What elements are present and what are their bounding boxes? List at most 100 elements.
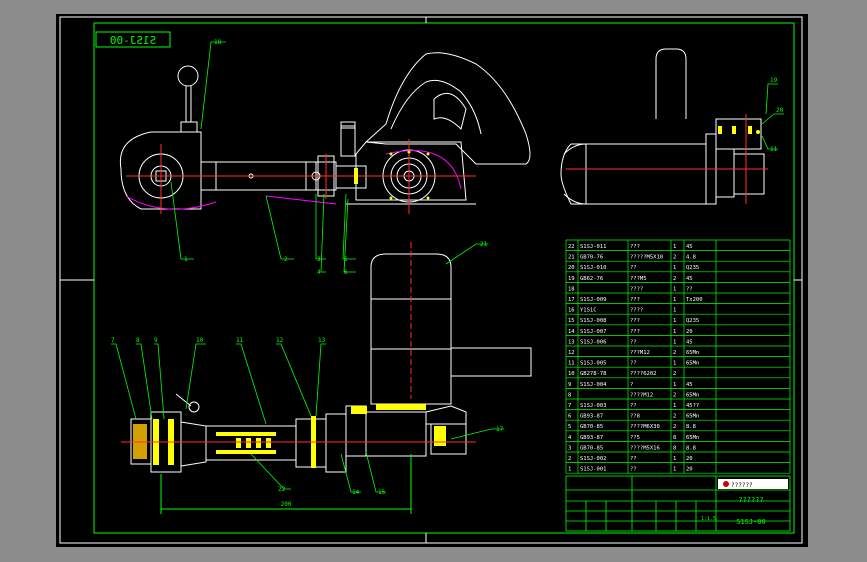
callout-18: 18 (214, 39, 222, 46)
callout-17: 17 (496, 426, 504, 433)
bom-cell-mat: Q235 (686, 318, 699, 324)
bom-cell-no: 6 (568, 414, 571, 420)
bom-cell-name: ??8 (630, 414, 640, 420)
bom-cell-name: ??5 (630, 435, 640, 441)
callout-8: 8 (136, 337, 140, 344)
bom-row: 20 S1SJ-010?? 1 Q235 (568, 265, 699, 271)
bom-cell-code: GB70-76 (580, 255, 603, 261)
bom-cell-name: ?? (630, 265, 637, 271)
bom-cell-qty: 8 (673, 435, 676, 441)
bom-cell-no: 17 (568, 297, 575, 303)
callout-11: 11 (236, 337, 244, 344)
bom-cell-name: ??? (630, 244, 640, 250)
bom-cell-mat: 45 (686, 276, 693, 282)
bom-cell-name: ???? (630, 308, 643, 314)
bom-cell-code: S1SJ-010 (580, 265, 607, 271)
cad-viewport[interactable]: S1SJ-00 (56, 14, 808, 547)
bom-cell-no: 16 (568, 308, 575, 314)
bom-cell-mat: 45 (686, 244, 693, 250)
callout-4: 4 (317, 269, 321, 276)
company-logo-bar (718, 479, 788, 489)
bom-cell-no: 18 (568, 286, 575, 292)
assembly-drawing: S1SJ-00 (59, 16, 803, 544)
bom-cell-name: ????6202 (630, 371, 657, 377)
bom-cell-no: 21 (568, 255, 575, 261)
callout-3: 3 (317, 256, 321, 263)
bom-cell-name: ???M12 (630, 350, 650, 356)
bom-cell-qty: 1 (673, 329, 676, 335)
bom-cell-qty: 1 (673, 244, 676, 250)
bom-cell-no: 10 (568, 371, 575, 377)
bom-cell-mat: Q235 (686, 265, 699, 271)
bom-cell-qty: 1 (673, 286, 676, 292)
bom-cell-mat: 4.8 (686, 255, 696, 261)
front-view (119, 52, 531, 210)
bom-cell-qty: 2 (673, 414, 676, 420)
motor-view (370, 253, 532, 405)
drawing-number-text: S1SJ-00 (110, 34, 156, 47)
bom-cell-mat: ?? (686, 286, 693, 292)
section-view-hatching (133, 404, 446, 468)
bom-cell-code: S1SJ-006 (580, 339, 607, 345)
bom-cell-code: S1SJ-008 (580, 318, 607, 324)
bom-cell-qty: 1 (673, 297, 676, 303)
bom-cell-name: ????M6X30 (630, 424, 660, 430)
title-block-name: ?????? (738, 496, 763, 504)
bom-cell-code: GB70-85 (580, 424, 603, 430)
bom-cell-no: 3 (568, 445, 571, 451)
bom-cell-mat: 65Mn (686, 350, 699, 356)
bom-cell-no: 15 (568, 318, 575, 324)
bom-cell-code: GB62-76 (580, 276, 603, 282)
callout-20: 20 (776, 107, 784, 114)
bom-grid (565, 239, 791, 474)
bom-cell-no: 20 (568, 265, 575, 271)
bom-cell-mat: 45 (686, 339, 693, 345)
bom-cell-mat: 65Mn (686, 361, 699, 367)
title-block-number: S1SJ-00 (736, 518, 766, 526)
bom-cell-qty: 8 (673, 445, 676, 451)
callout-13: 13 (318, 337, 326, 344)
bom-cell-no: 14 (568, 329, 575, 335)
bom-cell-no: 8 (568, 392, 571, 398)
front-view-fasteners (354, 150, 430, 200)
front-view-blade-lines (125, 150, 462, 210)
bom-cell-no: 19 (568, 276, 575, 282)
bom-cell-code: S1SJ-011 (580, 244, 607, 250)
bom-row: 18????1?? (568, 286, 693, 292)
bom-cell-no: 1 (568, 467, 571, 473)
bom-cell-code: S1SJ-003 (580, 403, 607, 409)
callout-1: 1 (184, 256, 188, 263)
bom-cell-qty: 2 (673, 392, 676, 398)
drawing-number-box: S1SJ-00 (95, 31, 171, 48)
bom-cell-mat: 8.8 (686, 424, 696, 430)
callout-21: 21 (480, 241, 488, 248)
bom-cell-mat: 20 (686, 329, 693, 335)
company-logo-icon (723, 481, 729, 487)
side-view-centerlines (566, 114, 768, 204)
bom-cell-qty: 1 (673, 318, 676, 324)
bom-cell-name: ?? (630, 339, 637, 345)
bom-cell-code: S1SJ-009 (580, 297, 607, 303)
dimension-text: 200 (281, 501, 292, 508)
bom-cell-qty: 1 (673, 265, 676, 271)
bom-cell-mat: 65Mn (686, 392, 699, 398)
scale-text: 1:1.5 (701, 516, 716, 522)
bom-cell-name: ?? (630, 403, 637, 409)
overall-dimension: 200 (160, 454, 412, 514)
bom-cell-no: 13 (568, 339, 575, 345)
bom-cell-code: S1SJ-001 (580, 467, 607, 473)
leader-lines (111, 41, 784, 493)
